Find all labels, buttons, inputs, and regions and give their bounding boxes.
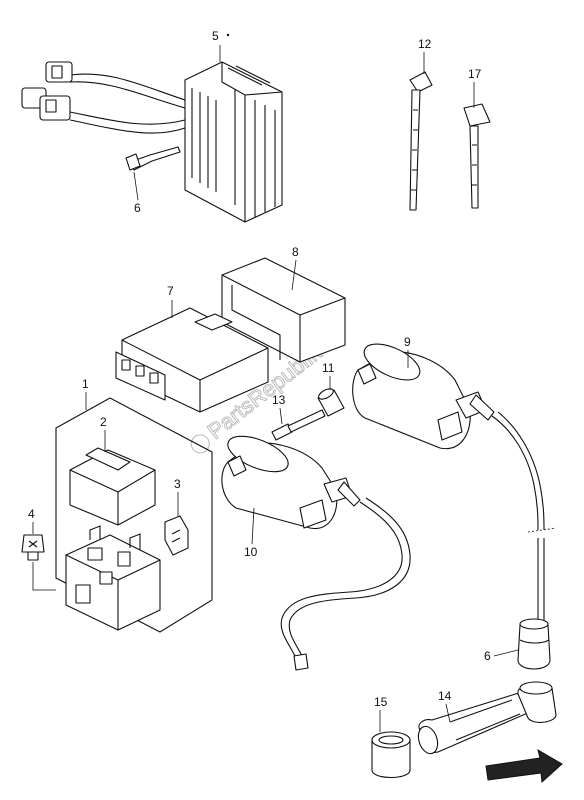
callout-4: 4 — [28, 507, 35, 521]
callout-17: 17 — [468, 67, 482, 81]
callout-14: 14 — [438, 689, 452, 703]
callout-10: 10 — [244, 545, 258, 559]
cable-tie-12[interactable] — [409, 71, 433, 211]
front-direction-arrow-icon — [485, 748, 563, 784]
callout-11: 11 — [322, 361, 335, 375]
screw[interactable] — [21, 534, 45, 561]
callout-3: 3 — [174, 477, 181, 491]
callout-2: 2 — [100, 415, 107, 429]
regulator-rectifier[interactable] — [21, 61, 283, 223]
ignition-coil-9[interactable] — [352, 337, 545, 531]
callout-15: 15 — [374, 695, 388, 709]
callout-13: 13 — [272, 393, 286, 407]
callout-5: 5 — [212, 29, 219, 43]
callout-1: 1 — [82, 377, 89, 391]
coil-bolt[interactable] — [271, 409, 326, 441]
spark-plug-cap[interactable] — [415, 681, 557, 756]
callout-6-bottom: 6 — [484, 649, 491, 663]
mounting-bolt[interactable] — [125, 146, 181, 171]
ignition-coil-10[interactable] — [221, 429, 411, 671]
ignitor-unit[interactable] — [115, 307, 269, 413]
plug-cap-ring[interactable] — [371, 731, 411, 779]
callout-12: 12 — [418, 37, 432, 51]
collar[interactable] — [317, 387, 345, 417]
callout-8: 8 — [292, 245, 299, 259]
starter-relay[interactable] — [65, 525, 161, 631]
coil-9-lead — [537, 538, 545, 620]
unit-cover[interactable] — [221, 257, 346, 363]
relay-cover[interactable] — [69, 447, 156, 526]
assembly-group-outline — [55, 397, 213, 633]
grommet[interactable] — [517, 618, 551, 670]
callout-9: 9 — [404, 335, 411, 349]
fuse[interactable] — [164, 515, 189, 556]
cable-tie-17[interactable] — [463, 103, 491, 209]
callout-7: 7 — [167, 284, 174, 298]
callout-6-top: 6 — [134, 201, 141, 215]
